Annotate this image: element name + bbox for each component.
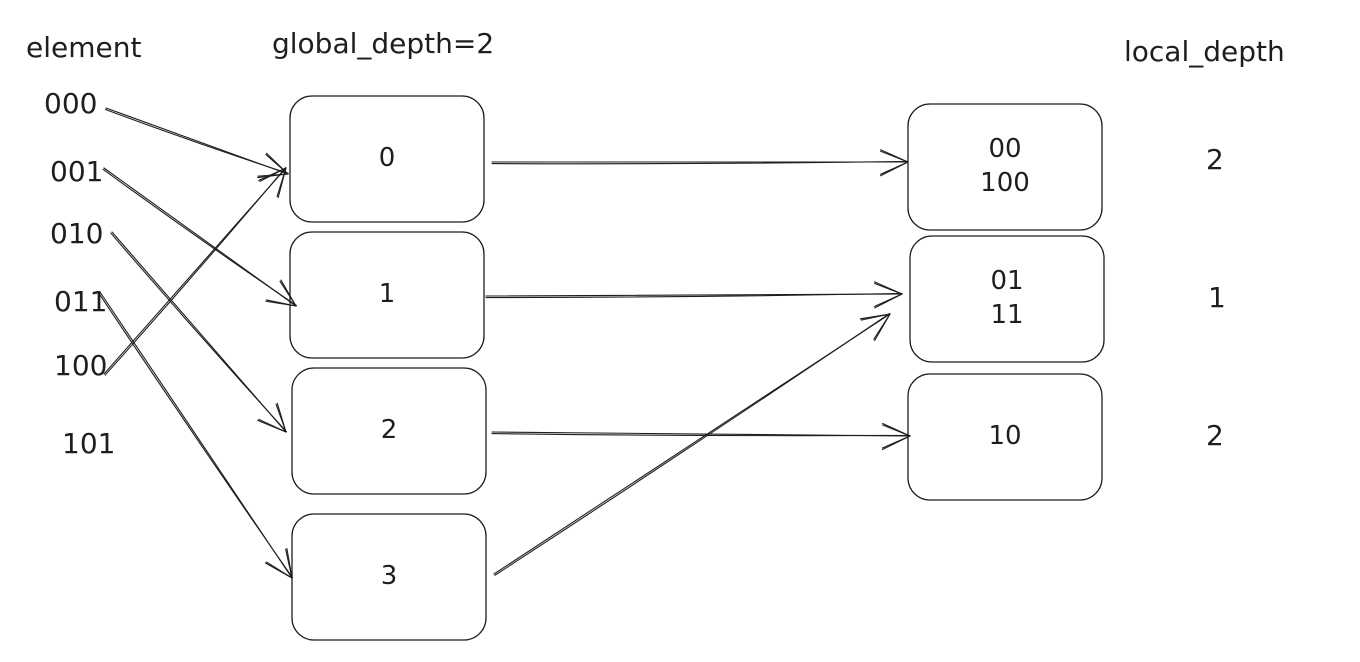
directory-box (289, 95, 485, 223)
element-header: element (26, 31, 142, 64)
bucket-line: 01 (990, 266, 1024, 297)
directory-label: 2 (380, 415, 398, 446)
arrows-layer (98, 107, 911, 579)
directory-arrow (493, 312, 891, 576)
bucket-box (909, 235, 1105, 363)
bucket-contents: 00 100 (908, 104, 1102, 230)
bucket-line: 00 (988, 134, 1022, 165)
local-depth-value: 2 (1206, 143, 1224, 176)
element-label: 100 (54, 349, 108, 382)
bucket-line: 10 (988, 421, 1022, 452)
global-depth-header: global_depth=2 (272, 27, 495, 60)
bucket-contents: 01 11 (910, 236, 1104, 362)
directory-label: 1 (378, 279, 396, 310)
element-label: 010 (50, 217, 104, 250)
local-depth-value: 2 (1206, 419, 1224, 452)
element-arrow (98, 291, 294, 579)
directory-arrow (491, 422, 911, 451)
directory-arrow (485, 281, 903, 309)
directory-arrow (491, 149, 909, 177)
bucket-contents: 10 (908, 374, 1102, 500)
element-label: 000 (44, 87, 98, 120)
element-arrow (102, 167, 297, 307)
bucket-line: 11 (990, 300, 1024, 330)
local-depth-value: 1 (1208, 281, 1226, 314)
directory-box (291, 367, 487, 495)
element-arrow (104, 107, 289, 179)
local-depth-header: local_depth (1124, 35, 1285, 68)
element-label: 011 (54, 285, 108, 318)
element-arrow (110, 231, 288, 433)
element-label: 101 (62, 427, 116, 460)
bucket-box (907, 103, 1103, 231)
directory-label: 3 (380, 561, 398, 592)
element-arrow (103, 167, 287, 376)
directory-label: 0 (378, 143, 396, 174)
element-label: 001 (50, 155, 104, 188)
bucket-line: 100 (980, 168, 1030, 198)
